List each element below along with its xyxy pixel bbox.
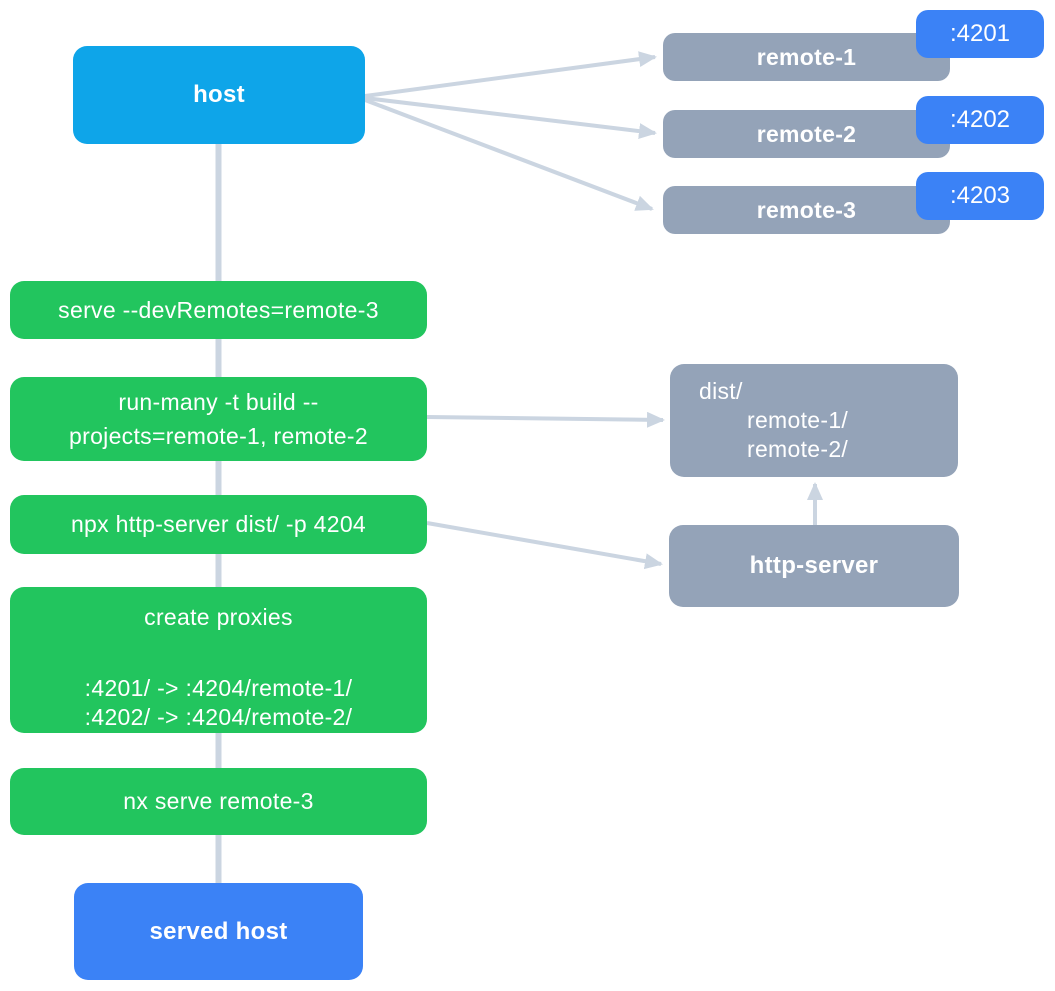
dist-line-root: dist/ <box>699 378 743 404</box>
arrow-host-to-remote-3 <box>364 98 654 211</box>
node-remote-1: remote-1 <box>663 33 950 81</box>
step-build-line-1: run-many -t build -- <box>118 389 319 415</box>
step-proxies-mapping-2: :4202/ -> :4204/remote-2/ <box>84 704 353 730</box>
step-nx-text: nx serve remote-3 <box>123 788 314 814</box>
step-proxies-mapping-1: :4201/ -> :4204/remote-1/ <box>84 675 353 701</box>
node-dist-folder: dist/ remote-1/ remote-2/ <box>670 364 958 477</box>
port-badge-4203: :4203 <box>916 172 1044 220</box>
node-http-server: http-server <box>669 525 959 607</box>
arrow-build-to-dist <box>426 411 665 428</box>
port-badge-4202: :4202 <box>916 96 1044 144</box>
remote-2-label: remote-2 <box>756 120 857 147</box>
http-server-label: http-server <box>749 552 879 579</box>
step-proxies-title: create proxies <box>144 604 293 630</box>
port-badge-4202-label: :4202 <box>949 106 1011 133</box>
port-badge-4201-label: :4201 <box>949 20 1011 47</box>
node-remote-2: remote-2 <box>663 110 950 158</box>
step-nx-serve-remote-3: nx serve remote-3 <box>10 768 427 835</box>
arrow-host-to-remote-2 <box>364 96 657 140</box>
port-badge-4201: :4201 <box>916 10 1044 58</box>
port-badge-4203-label: :4203 <box>949 182 1011 209</box>
arrow-npx-to-http-server <box>426 521 663 570</box>
remote-1-label: remote-1 <box>756 43 857 70</box>
step-run-many-build: run-many -t build -- projects=remote-1, … <box>10 377 427 461</box>
served-host-label: served host <box>149 917 288 945</box>
remote-3-label: remote-3 <box>756 196 857 223</box>
host-label: host <box>193 81 245 108</box>
step-npx-text: npx http-server dist/ -p 4204 <box>70 511 367 537</box>
step-serve-text: serve --devRemotes=remote-3 <box>58 296 379 323</box>
node-host: host <box>73 46 365 144</box>
arrow-host-to-remote-1 <box>364 51 657 98</box>
step-build-line-2: projects=remote-1, remote-2 <box>69 423 368 449</box>
step-npx-http-server: npx http-server dist/ -p 4204 <box>10 495 427 554</box>
step-create-proxies: create proxies :4201/ -> :4204/remote-1/… <box>10 587 427 733</box>
dist-line-remote-1: remote-1/ <box>747 407 849 433</box>
node-served-host: served host <box>74 883 363 980</box>
node-remote-3: remote-3 <box>663 186 950 234</box>
step-serve-dev-remotes: serve --devRemotes=remote-3 <box>10 281 427 339</box>
dist-line-remote-2: remote-2/ <box>747 436 849 462</box>
